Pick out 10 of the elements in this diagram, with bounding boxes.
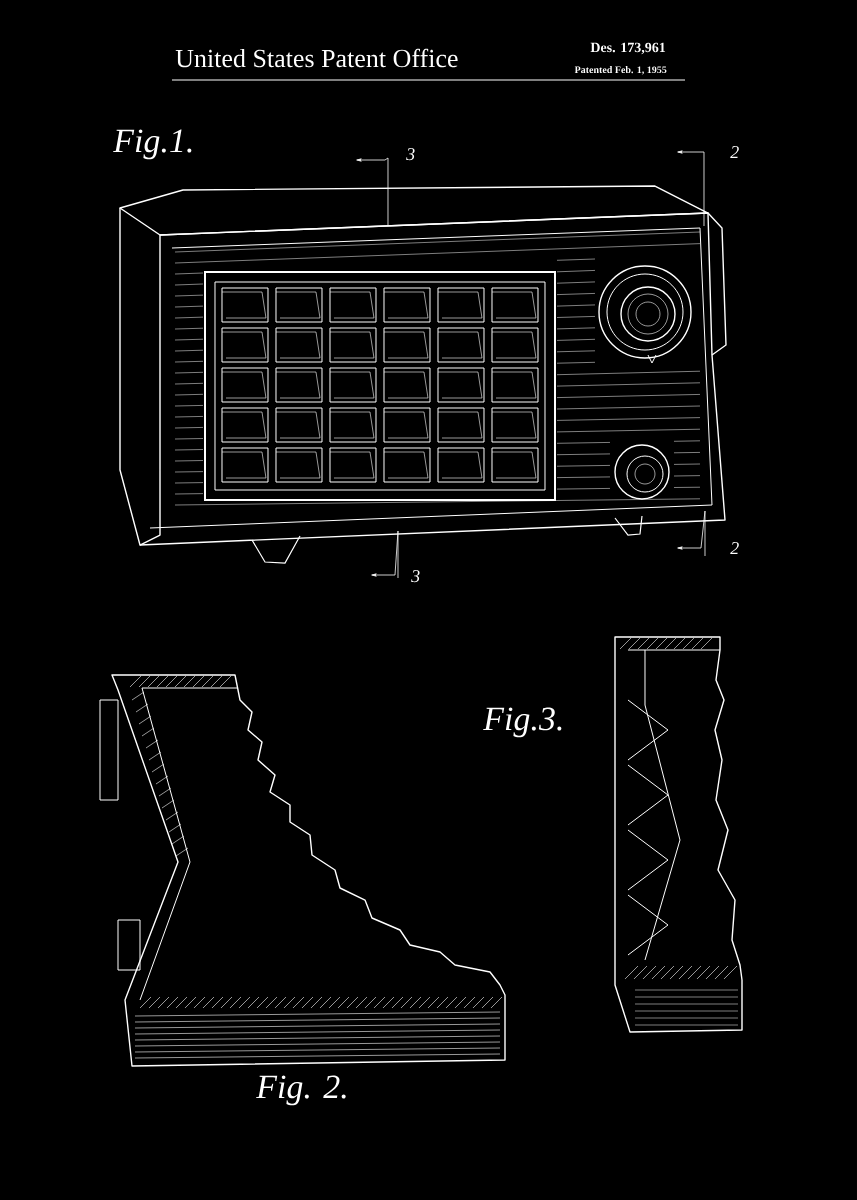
patent-date: Patented Feb. 1, 1955 — [574, 66, 667, 75]
patent-number: Des. 173,961 — [590, 42, 666, 55]
section-number: 3 — [406, 148, 415, 161]
title: United States Patent Office — [175, 48, 458, 68]
section-number: 3 — [411, 570, 420, 583]
figure-label: Fig. 2. — [256, 1075, 346, 1106]
figure-label: Fig.1. — [113, 129, 192, 160]
section-number: 2 — [730, 542, 739, 554]
figure-label: Fig.3. — [483, 707, 562, 738]
section-number: 2 — [730, 146, 739, 158]
